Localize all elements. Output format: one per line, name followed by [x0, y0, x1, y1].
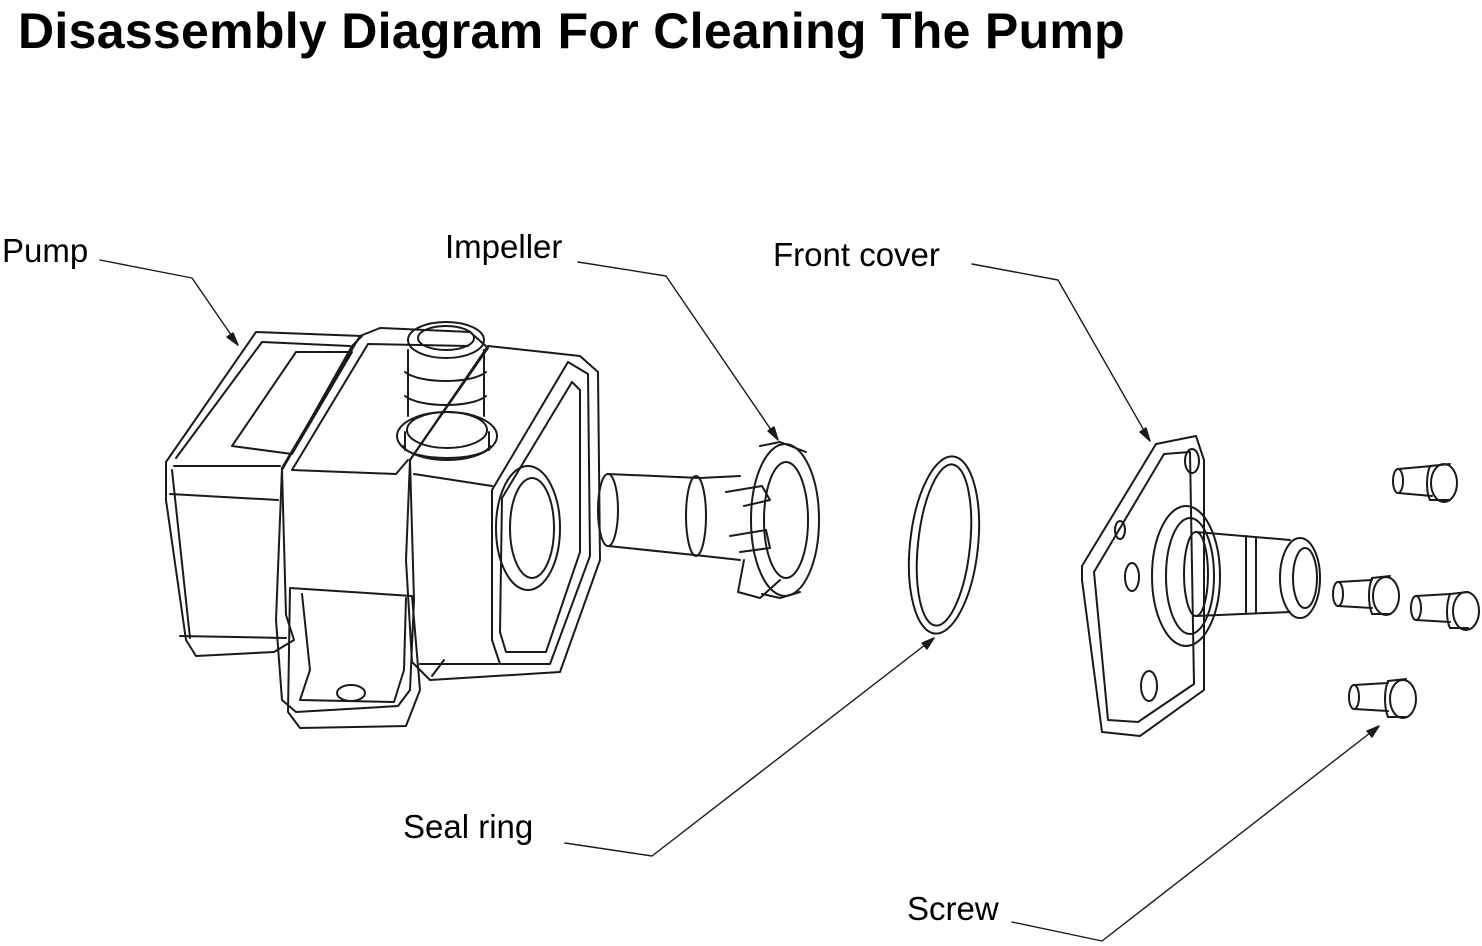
front-cover-hole-bottom [1141, 671, 1157, 701]
pump-mounting-hole [337, 685, 365, 701]
screw-3 [1411, 592, 1479, 630]
leader-seal-ring [565, 638, 934, 856]
front-cover-inlet-nozzle [1184, 532, 1320, 618]
pump-front-side-lines [414, 474, 498, 676]
label-pump: Pump [2, 232, 89, 269]
impeller-shaft [608, 474, 704, 556]
label-screw: Screw [907, 890, 999, 927]
pump-rear-recess [232, 352, 352, 454]
leader-pump [100, 260, 238, 345]
front-cover-plate-face [1094, 452, 1194, 722]
impeller-shaft-end [598, 474, 618, 546]
impeller [598, 442, 819, 598]
label-seal-ring: Seal ring [403, 808, 534, 845]
label-front-cover: Front cover [773, 236, 940, 273]
front-cover-boss [1152, 506, 1220, 646]
pump-impeller-chamber-inner [510, 478, 554, 578]
front-cover-plate [1082, 436, 1204, 736]
pump-middle-band [276, 328, 488, 712]
leader-front-cover [972, 264, 1150, 441]
impeller-rotor-inner [764, 462, 808, 578]
front-cover-boss-inner [1166, 518, 1214, 634]
front-cover-hole-top-right [1185, 449, 1199, 473]
front-cover [1082, 436, 1320, 736]
pump-impeller-chamber [496, 466, 560, 590]
pump-rear-side-lines [170, 470, 286, 638]
impeller-rotor-lip [760, 442, 806, 598]
label-impeller: Impeller [445, 228, 563, 265]
pump-body [166, 322, 600, 728]
screw-1 [1393, 464, 1457, 502]
leader-impeller [578, 262, 778, 440]
pump-middle-band-inner [292, 344, 468, 474]
front-cover-hole-top-left [1115, 521, 1125, 539]
seal-ring [901, 453, 987, 637]
impeller-hub [700, 476, 740, 560]
pump-bracket-foot [288, 588, 420, 728]
pump-front-rim-outer [492, 362, 590, 664]
front-cover-hole-left [1125, 563, 1139, 591]
leader-screw [1012, 726, 1379, 941]
pump-rear-top-face [174, 342, 350, 466]
screw-4 [1349, 679, 1416, 718]
pump-front-housing [406, 346, 600, 680]
leader-lines [100, 260, 1379, 941]
screw-2 [1333, 576, 1399, 615]
pump-outlet-nozzle [397, 322, 497, 460]
diagram-title: Disassembly Diagram For Cleaning The Pum… [18, 3, 1126, 59]
pump-front-rim-inner [500, 382, 580, 652]
impeller-shaft-ring [686, 476, 706, 556]
